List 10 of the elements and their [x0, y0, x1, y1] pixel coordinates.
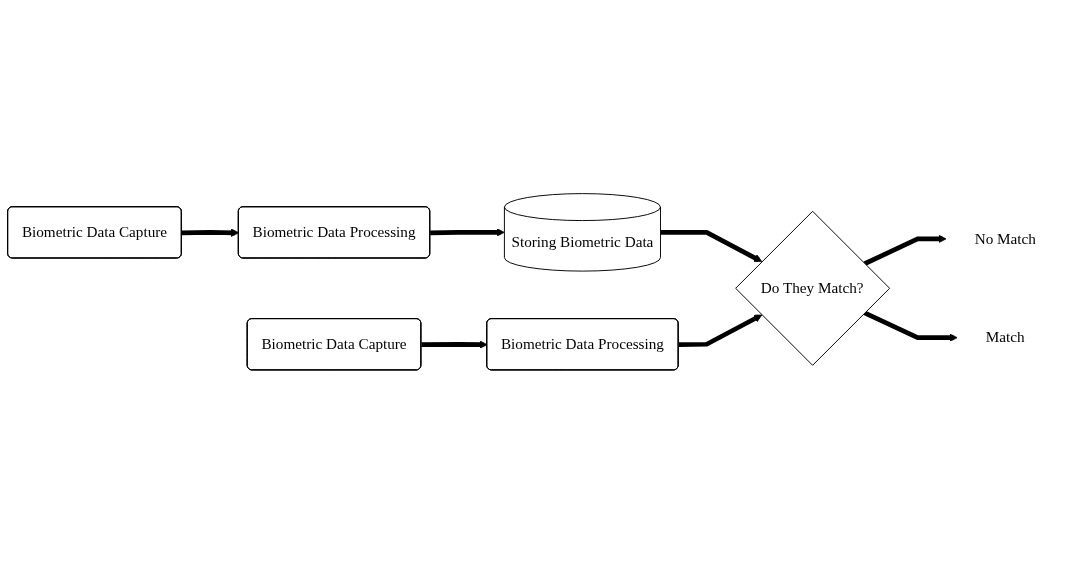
arrow — [863, 310, 958, 342]
node-text: No Match — [974, 230, 1036, 247]
node-diamond: Do They Match? — [735, 210, 891, 366]
arrow — [181, 228, 240, 237]
arrow — [660, 229, 763, 262]
arrow — [421, 340, 488, 349]
arrow — [678, 314, 763, 347]
arrow — [430, 227, 505, 237]
node-text: Match — [985, 328, 1025, 346]
arrow — [863, 234, 947, 266]
